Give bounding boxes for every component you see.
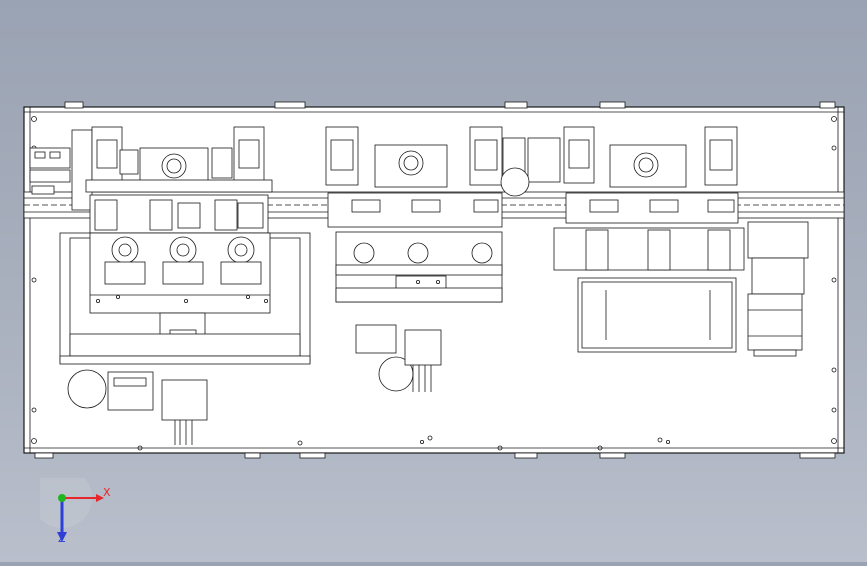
top-edge-tabs bbox=[64, 101, 836, 109]
station2 bbox=[325, 126, 503, 303]
z-axis-label: Z bbox=[58, 532, 66, 545]
center-connector bbox=[500, 137, 561, 197]
coordinate-triad: X Z bbox=[32, 468, 120, 548]
right-motor bbox=[747, 221, 809, 357]
station3 bbox=[553, 126, 745, 353]
station1-top bbox=[85, 126, 273, 193]
bottom-edge-tabs bbox=[34, 452, 836, 459]
y-axis-origin bbox=[58, 494, 66, 502]
x-arrowhead bbox=[96, 494, 104, 502]
station1-valves bbox=[67, 369, 208, 445]
x-axis-label: X bbox=[103, 486, 111, 499]
triad-graphic bbox=[32, 468, 104, 542]
z-arrowhead bbox=[57, 532, 67, 542]
small-holes bbox=[96, 279, 671, 444]
middle-valves bbox=[355, 324, 442, 392]
triad-disc bbox=[32, 468, 92, 528]
station1-lower bbox=[59, 194, 311, 365]
